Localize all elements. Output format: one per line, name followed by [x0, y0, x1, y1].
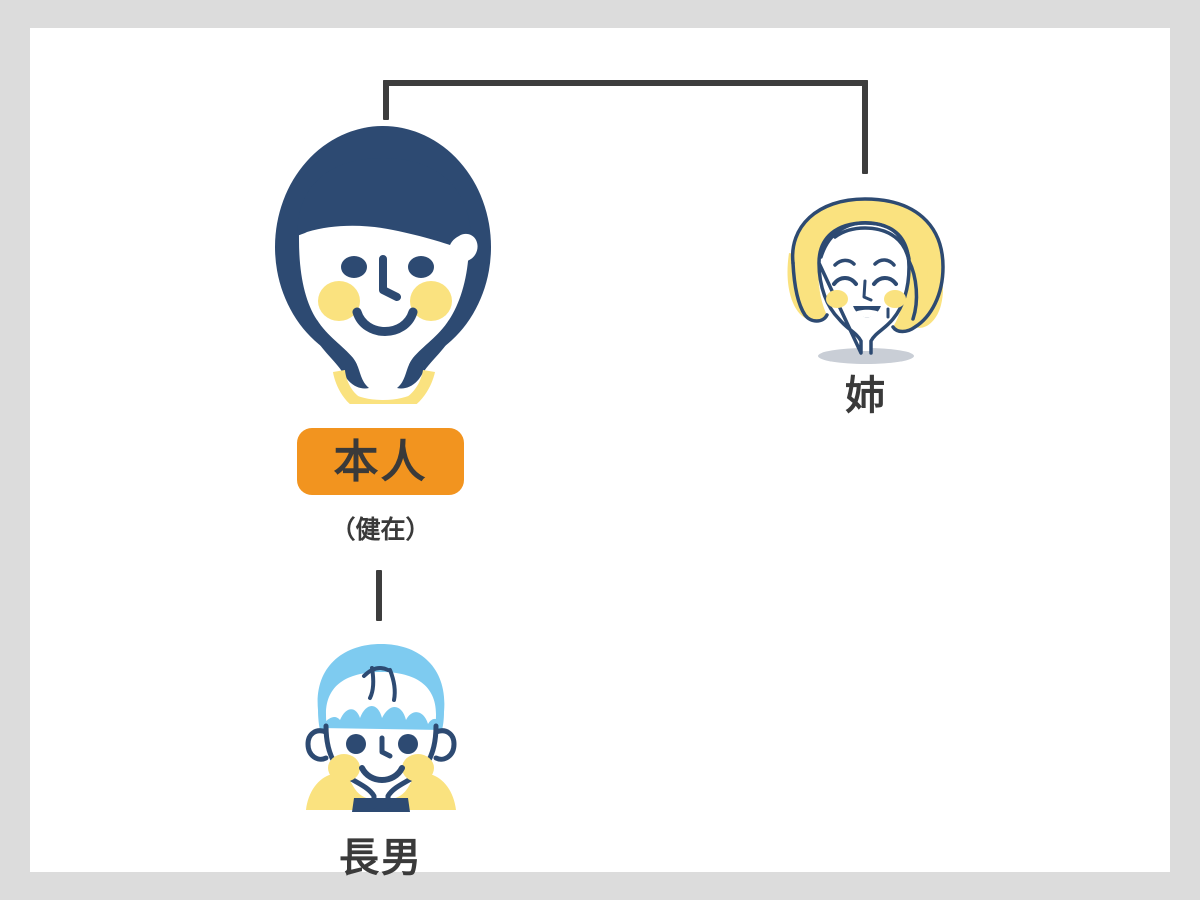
sister-name-label: 姉 — [845, 374, 887, 418]
self-badge: 本人 — [297, 428, 464, 495]
parent-child-connector — [376, 570, 382, 621]
woman-bob-hair-icon — [275, 126, 491, 416]
child-name-label: 長男 — [339, 836, 423, 880]
boy-short-hair-icon — [305, 644, 457, 812]
sibling-connector-drop-right — [862, 80, 868, 174]
self-status-label: （健在） — [330, 516, 431, 544]
sibling-connector-horizontal — [383, 80, 868, 86]
child-avatar — [298, 628, 464, 828]
woman-blonde-hair-icon — [787, 197, 945, 364]
sister-avatar — [775, 191, 957, 366]
self-badge-label: 本人 — [333, 436, 428, 487]
self-avatar — [273, 124, 497, 416]
diagram-white-card: 本人 （健在） — [30, 28, 1170, 878]
sibling-connector-drop-left — [383, 80, 389, 120]
